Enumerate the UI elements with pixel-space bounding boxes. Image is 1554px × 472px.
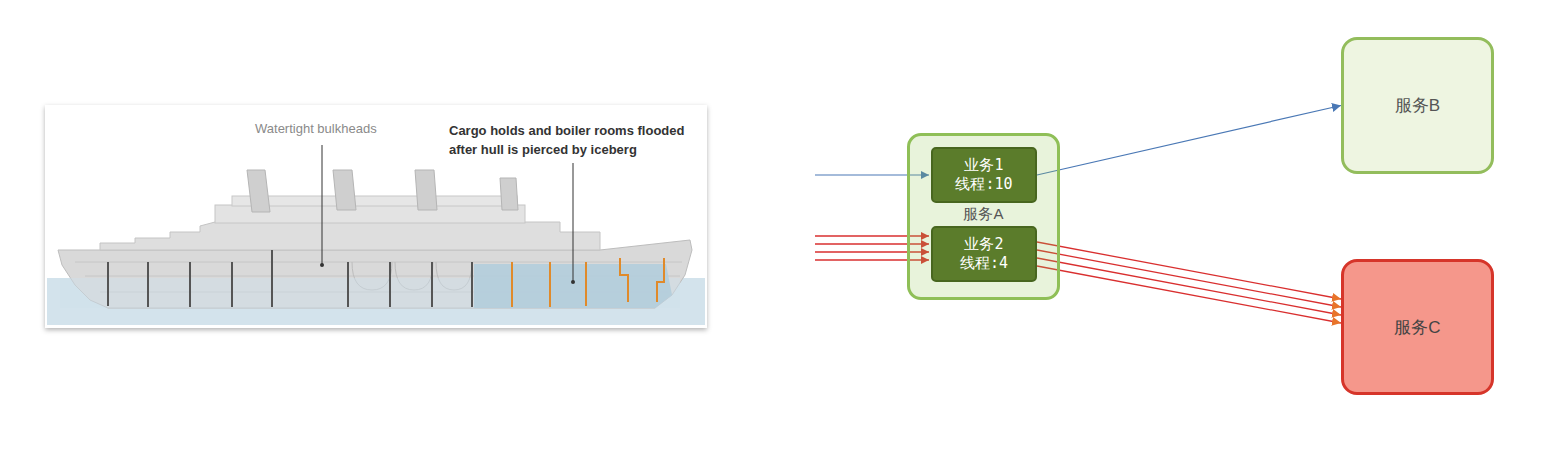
service-box: 服务B bbox=[1341, 37, 1494, 174]
leader-dot bbox=[571, 280, 575, 284]
bulkhead bbox=[471, 262, 473, 307]
funnel bbox=[415, 170, 437, 210]
flooded-bulkhead bbox=[620, 258, 628, 302]
failing-service-box: 服务C bbox=[1341, 259, 1494, 395]
funnel bbox=[333, 170, 356, 210]
bulkhead bbox=[347, 262, 349, 307]
flooded-bulkhead bbox=[549, 262, 551, 307]
connector-arrow bbox=[1037, 250, 1341, 307]
bulkhead bbox=[271, 250, 273, 307]
node-text: 服务B bbox=[1395, 94, 1440, 117]
business-box: 业务1线程:10 bbox=[931, 147, 1037, 203]
boat-deck bbox=[232, 196, 517, 206]
leader-line bbox=[322, 145, 323, 264]
node-text: 线程:10 bbox=[955, 175, 1012, 194]
flooded-bulkhead bbox=[511, 262, 513, 307]
bulkhead bbox=[389, 262, 391, 307]
connector-arrow bbox=[1037, 106, 1341, 176]
annotation-label: Watertight bulkheads bbox=[255, 121, 377, 137]
bulkhead bbox=[431, 262, 433, 307]
flooded-bulkhead bbox=[585, 262, 587, 306]
node-text: 业务2 bbox=[964, 235, 1003, 254]
node-text: 线程:4 bbox=[960, 254, 1008, 273]
leader-line bbox=[573, 163, 574, 281]
deck-line bbox=[75, 262, 682, 263]
picture-panel bbox=[45, 105, 707, 328]
leader-dot bbox=[320, 263, 324, 267]
flooded-bulkhead bbox=[657, 258, 664, 302]
superstructure bbox=[100, 222, 600, 250]
connector-arrow bbox=[1037, 266, 1341, 323]
bulkhead bbox=[107, 262, 109, 306]
connector-arrow bbox=[1037, 258, 1341, 315]
bulkhead bbox=[231, 262, 233, 307]
node-text: 服务A bbox=[963, 205, 1003, 223]
connector-arrow bbox=[1037, 242, 1341, 299]
business-box: 业务2线程:4 bbox=[931, 226, 1037, 282]
node-text: 服务C bbox=[1394, 316, 1440, 339]
bulkhead bbox=[147, 262, 149, 307]
annotation-label: Cargo holds and boiler rooms flooded aft… bbox=[449, 121, 714, 159]
funnel bbox=[247, 170, 270, 212]
funnel bbox=[500, 178, 518, 210]
node-text: 业务1 bbox=[964, 156, 1003, 175]
service-box: 服务A 业务1线程:10 业务2线程:4 bbox=[907, 133, 1060, 300]
bulkhead bbox=[189, 262, 191, 307]
